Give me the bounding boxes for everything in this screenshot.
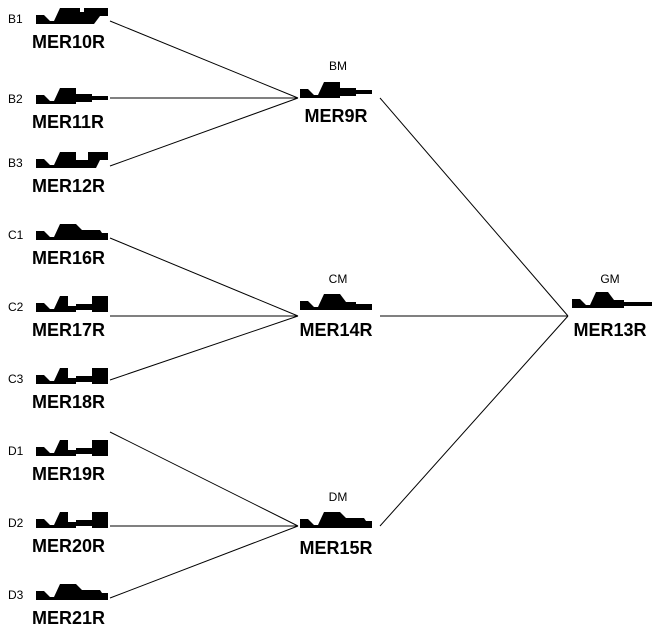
node-tag: B3 — [8, 156, 23, 170]
connector-bm-to-gm — [379, 97, 569, 317]
profile-glyph-g — [300, 512, 372, 528]
profile-glyph-d — [36, 224, 108, 240]
node-code: MER17R — [32, 320, 105, 340]
node-code: MER20R — [32, 536, 105, 556]
node-tag: D3 — [8, 588, 24, 602]
node-tag: D1 — [8, 444, 24, 458]
node-mer9r: BM MER9R — [300, 59, 372, 126]
node-code: MER19R — [32, 464, 105, 484]
node-tag: B2 — [8, 92, 23, 106]
profile-glyph-e — [36, 512, 108, 528]
node-tag: BM — [329, 59, 347, 73]
node-tag: D2 — [8, 516, 24, 530]
node-mer13r: GM MER13R — [572, 272, 652, 340]
connector-d3-to-dm — [109, 525, 299, 599]
node-mer14r: CM MER14R — [299, 272, 372, 340]
profile-glyph-b — [300, 82, 372, 98]
profile-glyph-f — [300, 294, 372, 310]
connector-b1-to-bm — [109, 20, 299, 99]
node-code: MER15R — [299, 538, 372, 558]
node-code: MER13R — [573, 320, 646, 340]
profile-glyph-a — [36, 8, 108, 24]
node-tag: C3 — [8, 372, 24, 386]
connector-c1-to-cm — [109, 237, 299, 317]
node-code: MER10R — [32, 32, 105, 52]
profile-glyph-e — [36, 368, 108, 384]
connector-lines — [109, 20, 569, 599]
profile-glyph-b — [36, 88, 108, 104]
connector-d1-to-dm — [109, 431, 299, 527]
node-tag: GM — [600, 272, 619, 286]
node-code: MER9R — [304, 106, 367, 126]
node-code: MER12R — [32, 176, 105, 196]
profile-glyph-e — [36, 440, 108, 456]
node-code: MER21R — [32, 608, 105, 626]
node-code: MER14R — [299, 320, 372, 340]
node-tag: CM — [329, 272, 348, 286]
profile-glyph-d — [36, 584, 108, 600]
connector-c3-to-cm — [109, 315, 299, 381]
node-code: MER11R — [32, 112, 104, 132]
node-mer15r: DM MER15R — [299, 490, 372, 558]
node-code: MER18R — [32, 392, 105, 412]
node-code: MER16R — [32, 248, 105, 268]
profile-glyph-c — [36, 152, 108, 168]
node-tag: C1 — [8, 228, 24, 242]
connector-b3-to-bm — [109, 97, 299, 167]
connector-dm-to-gm — [379, 315, 569, 527]
profile-glyph-h — [572, 292, 652, 308]
node-tag: DM — [329, 490, 348, 504]
node-tag: C2 — [8, 300, 24, 314]
profile-glyph-e — [36, 296, 108, 312]
node-tag: B1 — [8, 12, 23, 26]
